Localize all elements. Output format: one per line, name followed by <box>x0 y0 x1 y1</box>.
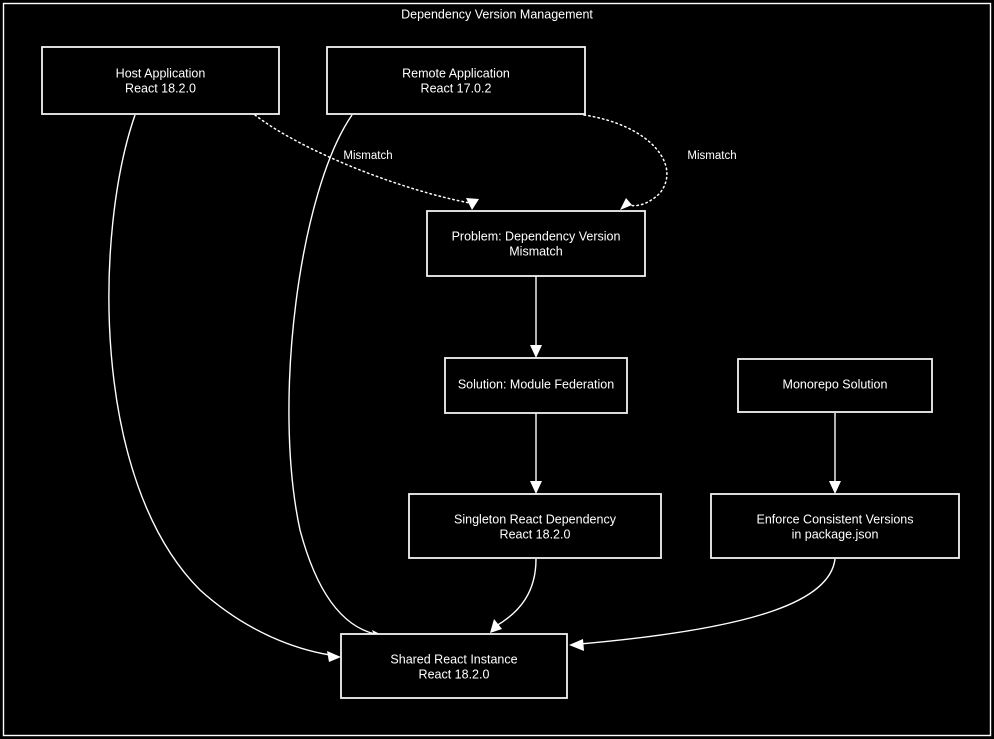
node-remote-application-line2: React 17.0.2 <box>421 81 492 95</box>
edge-solution-to-singleton-arrowhead <box>530 481 542 494</box>
edge-label-mismatch-remote: Mismatch <box>687 150 736 162</box>
edge-enforce-to-shared <box>569 558 836 651</box>
edge-problem-to-solution-arrowhead <box>530 345 542 358</box>
node-problem-box[interactable] <box>426 210 646 277</box>
node-remote-application-box[interactable] <box>326 46 586 115</box>
node-host-application-line2: React 18.2.0 <box>125 81 196 95</box>
edge-monorepo-to-enforce-arrowhead <box>829 481 841 494</box>
edge-remote-to-problem: Mismatch <box>583 114 737 210</box>
node-enforce-line1: Enforce Consistent Versions <box>756 512 913 526</box>
edge-singleton-to-shared-path <box>495 558 537 627</box>
edge-enforce-to-shared-path <box>579 558 836 645</box>
edge-host-to-problem-arrowhead <box>466 198 479 210</box>
node-singleton-line1: Singleton React Dependency <box>454 512 617 526</box>
node-shared-line2: React 18.2.0 <box>419 667 490 681</box>
edge-solution-to-singleton <box>530 413 542 494</box>
edge-host-to-shared-path <box>108 114 331 656</box>
node-shared-react-instance[interactable]: Shared React Instance React 18.2.0 <box>340 633 568 699</box>
node-host-application[interactable]: Host Application React 18.2.0 <box>41 46 280 115</box>
node-singleton-box[interactable] <box>408 493 662 559</box>
edge-label-mismatch-host: Mismatch <box>343 150 392 162</box>
node-host-application-line1: Host Application <box>116 66 206 80</box>
node-shared-box[interactable] <box>340 633 568 699</box>
node-shared-line1: Shared React Instance <box>390 652 517 666</box>
edge-remote-to-shared-path <box>288 114 376 635</box>
node-solution-box[interactable] <box>444 357 628 414</box>
node-enforce-consistent-versions[interactable]: Enforce Consistent Versions in package.j… <box>710 493 960 559</box>
node-problem-line1: Problem: Dependency Version <box>452 229 621 243</box>
node-monorepo-solution[interactable]: Monorepo Solution <box>737 358 933 413</box>
edge-host-to-shared-arrowhead <box>327 651 341 662</box>
edge-monorepo-to-enforce <box>829 413 841 494</box>
node-singleton-react-dependency[interactable]: Singleton React Dependency React 18.2.0 <box>408 493 662 559</box>
edge-remote-to-problem-path <box>583 114 668 207</box>
node-monorepo-line1: Monorepo Solution <box>783 377 888 391</box>
node-enforce-box[interactable] <box>710 493 960 559</box>
node-problem-dependency-version-mismatch[interactable]: Problem: Dependency Version Mismatch <box>426 210 646 277</box>
node-singleton-line2: React 18.2.0 <box>500 527 571 541</box>
diagram-title: Dependency Version Management <box>401 7 593 21</box>
node-host-application-box[interactable] <box>41 46 280 115</box>
node-remote-application[interactable]: Remote Application React 17.0.2 <box>326 46 586 115</box>
node-solution-line1: Solution: Module Federation <box>458 377 614 391</box>
edge-remote-to-shared <box>288 114 386 642</box>
edge-host-to-problem: Mismatch <box>254 114 479 210</box>
node-remote-application-line1: Remote Application <box>402 66 510 80</box>
node-problem-line2: Mismatch <box>509 244 563 258</box>
edge-singleton-to-shared <box>490 558 537 633</box>
edge-singleton-to-shared-arrowhead <box>490 619 502 633</box>
node-monorepo-box[interactable] <box>737 358 933 413</box>
node-enforce-line2: in package.json <box>792 527 879 541</box>
edge-enforce-to-shared-arrowhead <box>569 639 584 651</box>
edge-host-to-shared <box>108 114 341 662</box>
edge-remote-to-problem-arrowhead <box>620 198 632 210</box>
edge-problem-to-solution <box>530 276 542 358</box>
node-solution-module-federation[interactable]: Solution: Module Federation <box>444 357 628 414</box>
edge-host-to-problem-path <box>254 114 471 204</box>
